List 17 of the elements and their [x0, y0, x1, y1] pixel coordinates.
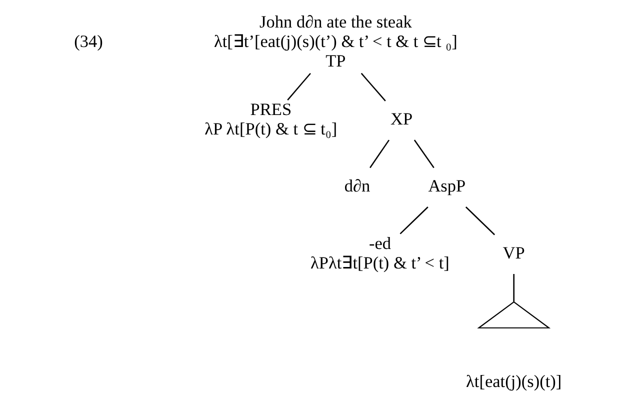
connector — [513, 274, 514, 302]
connector — [465, 206, 496, 236]
connector — [360, 72, 386, 102]
node-text: d∂n — [344, 176, 370, 196]
label: (34) — [74, 32, 103, 51]
node-label: λt[eat(j)(s)(t)] — [466, 372, 562, 392]
node-text: -ed λPλt∃t[P(t) & t’ < t] — [310, 234, 450, 272]
node-text: AspP — [428, 176, 466, 196]
connector — [287, 72, 311, 100]
node-text: XP — [390, 110, 413, 129]
node-text: VP — [502, 244, 525, 263]
node-text: PRES λP λt[P(t) & t ⊆ t₀] — [204, 100, 338, 138]
node-text: John d∂n ate the steak λt[∃t’[eat(j)(s)(t’) & t’ < t & t ⊆t ₀] TP — [214, 12, 458, 70]
connector — [400, 206, 428, 234]
connector — [414, 140, 434, 168]
connector — [370, 140, 390, 168]
node-triangle — [477, 301, 551, 328]
